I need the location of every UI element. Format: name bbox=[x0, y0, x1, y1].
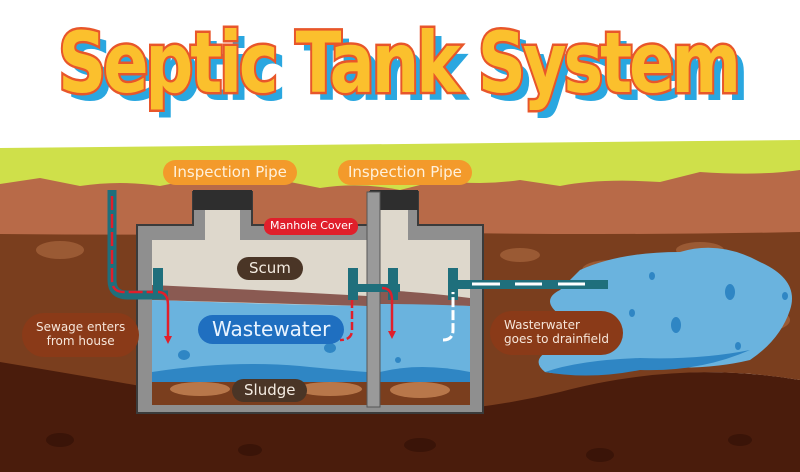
drainfield-bubbles bbox=[629, 272, 788, 350]
transfer-pipe bbox=[339, 268, 400, 342]
sewage-enters-label: Sewage enters from house bbox=[22, 313, 140, 357]
water-dark-band-2 bbox=[380, 367, 470, 385]
sludge-mound bbox=[170, 382, 230, 396]
deep-soil bbox=[0, 360, 800, 472]
manhole-cap-2 bbox=[370, 190, 418, 210]
water-dark-band-1 bbox=[152, 364, 367, 385]
bubble bbox=[178, 350, 190, 360]
sludge-label: Sludge bbox=[232, 379, 308, 403]
title-shadow: Septic Tank System bbox=[66, 22, 746, 120]
drainfield-line2: goes to drainfield bbox=[504, 331, 610, 346]
title-group: Septic Tank System Septic Tank System Se… bbox=[56, 12, 751, 121]
sludge-mound bbox=[390, 382, 450, 398]
scum-layer bbox=[152, 285, 367, 306]
manhole-cover-label: Manhole Cover bbox=[264, 218, 359, 235]
sewage-enters-line1: Sewage enters bbox=[36, 320, 126, 334]
outlet-pipe bbox=[442, 268, 608, 342]
tank-divider bbox=[366, 191, 381, 408]
septic-tank bbox=[136, 190, 484, 414]
drainfield-water-dark bbox=[545, 350, 750, 376]
scum-label: Scum bbox=[237, 257, 303, 281]
manhole-cap-1 bbox=[193, 190, 252, 210]
bubble bbox=[395, 357, 401, 363]
deep-rocks bbox=[46, 433, 752, 462]
inlet-pipe bbox=[107, 190, 172, 344]
sewage-enters-line2: from house bbox=[46, 333, 115, 348]
drainfield-line1: Wasterwater bbox=[504, 318, 580, 332]
bubble bbox=[324, 343, 336, 353]
inspection-pipe-label-2: Inspection Pipe bbox=[338, 160, 472, 186]
wastewater-label: Wastewater bbox=[198, 315, 345, 344]
drainfield-label: Wasterwater goes to drainfield bbox=[490, 311, 624, 355]
sludge-mound bbox=[298, 382, 362, 396]
title-outline: Septic Tank System bbox=[58, 14, 738, 112]
scum-layer-2 bbox=[380, 290, 470, 306]
inspection-pipe-label-1: Inspection Pipe bbox=[163, 160, 297, 186]
title-text: Septic Tank System bbox=[58, 14, 738, 112]
